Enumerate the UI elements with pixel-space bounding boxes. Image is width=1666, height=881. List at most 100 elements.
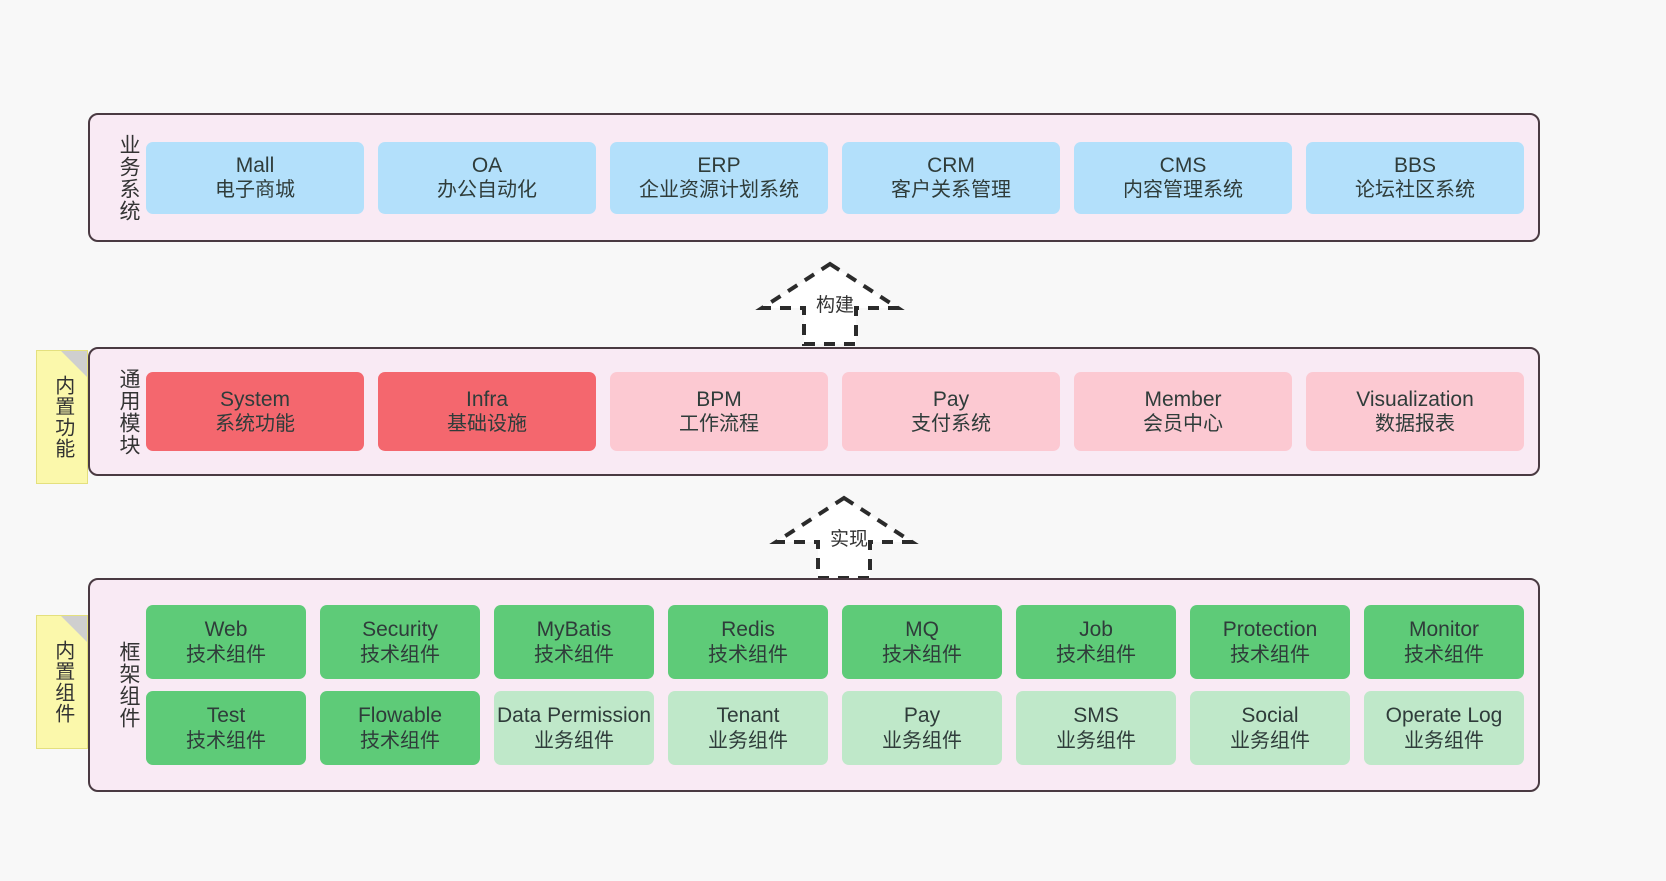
layer-body-business: Mall 电子商城 OA 办公自动化 ERP 企业资源计划系统 CRM 客户关系… xyxy=(140,141,1538,214)
node-visualization[interactable]: Visualization 数据报表 xyxy=(1306,372,1524,451)
node-en-label: Flowable xyxy=(357,704,443,727)
node-en-label: Social xyxy=(1241,704,1299,727)
node-cn-label: 支付系统 xyxy=(911,413,991,436)
layer-common-module: 通用模块 System 系统功能 Infra 基础设施 BPM 工作流程 Pay… xyxy=(88,347,1540,476)
layer-body-common: System 系统功能 Infra 基础设施 BPM 工作流程 Pay 支付系统… xyxy=(140,372,1538,451)
node-redis[interactable]: Redis 技术组件 xyxy=(668,605,828,679)
sticky-note-builtin-component: 内置组件 xyxy=(36,615,88,749)
node-cn-label: 业务组件 xyxy=(1230,729,1310,752)
node-cn-label: 技术组件 xyxy=(1404,643,1484,666)
node-en-label: Web xyxy=(204,618,248,641)
node-cn-label: 技术组件 xyxy=(708,643,788,666)
page-fold-icon xyxy=(61,616,87,642)
node-en-label: Visualization xyxy=(1356,387,1474,411)
node-en-label: Monitor xyxy=(1408,618,1480,641)
node-cn-label: 会员中心 xyxy=(1143,413,1223,436)
layer-title-business: 业务系统 xyxy=(117,133,140,222)
node-test[interactable]: Test 技术组件 xyxy=(146,691,306,765)
node-en-label: Infra xyxy=(465,387,509,411)
node-en-label: Member xyxy=(1144,387,1222,411)
node-cms[interactable]: CMS 内容管理系统 xyxy=(1074,141,1292,214)
node-web[interactable]: Web 技术组件 xyxy=(146,605,306,679)
node-cn-label: 论坛社区系统 xyxy=(1355,179,1475,202)
node-cn-label: 办公自动化 xyxy=(437,179,537,202)
node-en-label: Job xyxy=(1079,618,1113,641)
node-en-label: MyBatis xyxy=(536,618,612,641)
node-data-permission[interactable]: Data Permission 业务组件 xyxy=(494,691,654,765)
node-cn-label: 系统功能 xyxy=(215,413,295,436)
node-en-label: SMS xyxy=(1073,704,1119,727)
node-cn-label: 电子商城 xyxy=(215,179,295,202)
node-cn-label: 技术组件 xyxy=(1230,643,1310,666)
node-cn-label: 工作流程 xyxy=(679,413,759,436)
frame-row-business: Test 技术组件 Flowable 技术组件 Data Permission … xyxy=(146,691,1524,765)
node-cn-label: 客户关系管理 xyxy=(891,179,1011,202)
node-cn-label: 业务组件 xyxy=(1404,729,1484,752)
node-system[interactable]: System 系统功能 xyxy=(146,372,364,451)
node-en-label: Pay xyxy=(903,704,941,727)
node-en-label: Mall xyxy=(235,153,275,177)
node-cn-label: 技术组件 xyxy=(186,643,266,666)
connector-build-label: 构建 xyxy=(816,295,855,316)
node-cn-label: 业务组件 xyxy=(534,729,614,752)
layer-title-frame: 框架组件 xyxy=(117,641,140,729)
node-bbs[interactable]: BBS 论坛社区系统 xyxy=(1306,141,1524,214)
node-en-label: ERP xyxy=(697,153,741,177)
node-pay-module[interactable]: Pay 支付系统 xyxy=(842,372,1060,451)
node-cn-label: 技术组件 xyxy=(360,729,440,752)
sticky-note-builtin-function: 内置功能 xyxy=(36,350,88,484)
node-en-label: OA xyxy=(471,153,503,177)
node-cn-label: 企业资源计划系统 xyxy=(639,179,799,202)
node-infra[interactable]: Infra 基础设施 xyxy=(378,372,596,451)
node-en-label: Operate Log xyxy=(1385,704,1503,727)
node-mq[interactable]: MQ 技术组件 xyxy=(842,605,1002,679)
node-bpm[interactable]: BPM 工作流程 xyxy=(610,372,828,451)
node-cn-label: 技术组件 xyxy=(360,643,440,666)
node-mall[interactable]: Mall 电子商城 xyxy=(146,141,364,214)
node-member[interactable]: Member 会员中心 xyxy=(1074,372,1292,451)
sticky-note-text: 内置组件 xyxy=(51,640,74,724)
node-en-label: Protection xyxy=(1222,618,1318,641)
node-flowable[interactable]: Flowable 技术组件 xyxy=(320,691,480,765)
node-cn-label: 技术组件 xyxy=(882,643,962,666)
node-en-label: Test xyxy=(206,704,246,727)
node-protection[interactable]: Protection 技术组件 xyxy=(1190,605,1350,679)
node-en-label: BPM xyxy=(696,387,742,411)
node-erp[interactable]: ERP 企业资源计划系统 xyxy=(610,141,828,214)
node-cn-label: 技术组件 xyxy=(1056,643,1136,666)
node-en-label: Tenant xyxy=(716,704,780,727)
node-cn-label: 业务组件 xyxy=(882,729,962,752)
node-cn-label: 技术组件 xyxy=(534,643,614,666)
node-oa[interactable]: OA 办公自动化 xyxy=(378,141,596,214)
node-crm[interactable]: CRM 客户关系管理 xyxy=(842,141,1060,214)
node-job[interactable]: Job 技术组件 xyxy=(1016,605,1176,679)
node-cn-label: 业务组件 xyxy=(708,729,788,752)
node-cn-label: 数据报表 xyxy=(1375,413,1455,436)
layer-framework-component: 框架组件 Web 技术组件 Security 技术组件 MyBatis 技术组件… xyxy=(88,578,1540,792)
node-security[interactable]: Security 技术组件 xyxy=(320,605,480,679)
node-sms[interactable]: SMS 业务组件 xyxy=(1016,691,1176,765)
node-mybatis[interactable]: MyBatis 技术组件 xyxy=(494,605,654,679)
layer-body-frame: Web 技术组件 Security 技术组件 MyBatis 技术组件 Redi… xyxy=(140,591,1538,779)
sticky-note-text: 内置功能 xyxy=(51,375,74,459)
frame-row-tech: Web 技术组件 Security 技术组件 MyBatis 技术组件 Redi… xyxy=(146,605,1524,679)
connector-implement-label: 实现 xyxy=(830,529,869,550)
node-social[interactable]: Social 业务组件 xyxy=(1190,691,1350,765)
node-en-label: Redis xyxy=(721,618,775,641)
node-tenant[interactable]: Tenant 业务组件 xyxy=(668,691,828,765)
node-operate-log[interactable]: Operate Log 业务组件 xyxy=(1364,691,1524,765)
node-cn-label: 业务组件 xyxy=(1056,729,1136,752)
node-en-label: System xyxy=(219,387,290,411)
node-en-label: Pay xyxy=(932,387,970,411)
node-monitor[interactable]: Monitor 技术组件 xyxy=(1364,605,1524,679)
node-en-label: BBS xyxy=(1393,153,1437,177)
layer-business-system: 业务系统 Mall 电子商城 OA 办公自动化 ERP 企业资源计划系统 CRM… xyxy=(88,113,1540,242)
node-en-label: MQ xyxy=(905,618,939,641)
layer-title-common: 通用模块 xyxy=(117,367,140,456)
node-cn-label: 技术组件 xyxy=(186,729,266,752)
node-cn-label: 基础设施 xyxy=(447,413,527,436)
node-en-label: Security xyxy=(362,618,438,641)
node-en-label: CRM xyxy=(927,153,975,177)
page-fold-icon xyxy=(61,351,87,377)
node-pay-component[interactable]: Pay 业务组件 xyxy=(842,691,1002,765)
